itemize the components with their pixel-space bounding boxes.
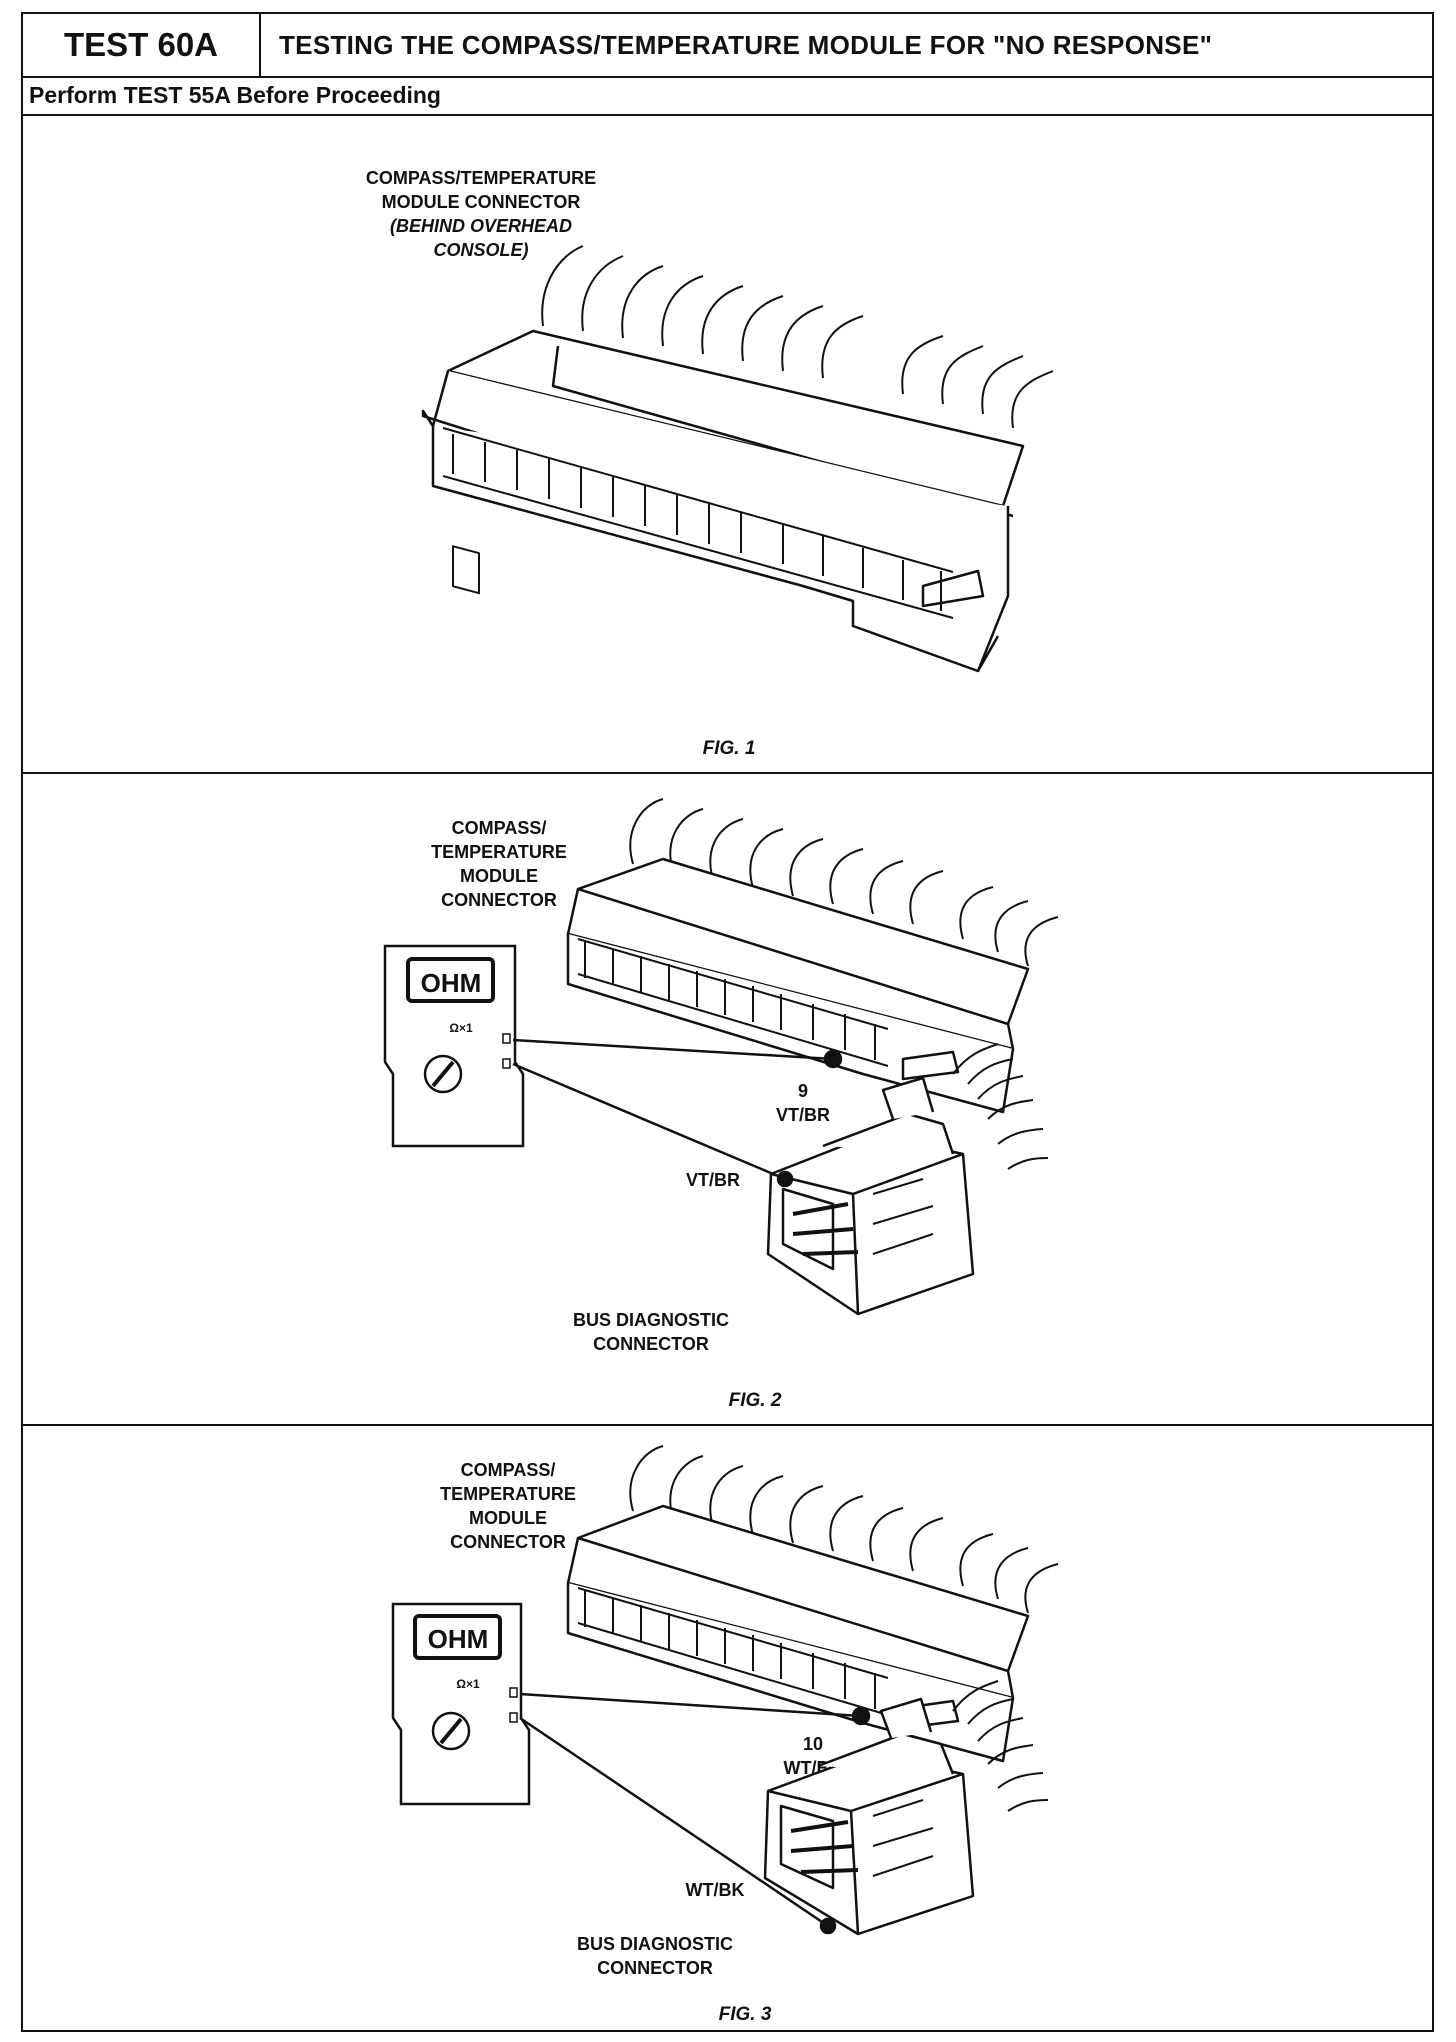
header-row: TEST 60A TESTING THE COMPASS/TEMPERATURE…: [23, 14, 1432, 78]
figure-1-drawing: COMPASS/TEMPERATURE MODULE CONNECTOR (BE…: [366, 168, 1054, 759]
fig3-module-label-line2: TEMPERATURE: [440, 1484, 576, 1504]
fig1-label-line3: (BEHIND OVERHEAD: [390, 216, 572, 236]
fig2-ohmmeter: [383, 944, 525, 1148]
fig2-bus-diagnostic-connector: [766, 1043, 1049, 1316]
figure-3-panel: COMPASS/ TEMPERATURE MODULE CONNECTOR: [23, 1426, 1432, 2032]
fig1-caption: FIG. 1: [703, 738, 756, 759]
figure-1-panel: COMPASS/TEMPERATURE MODULE CONNECTOR (BE…: [23, 116, 1432, 774]
fig2-meter-range: Ω×1: [449, 1021, 473, 1035]
fig1-label-line2: MODULE CONNECTOR: [382, 192, 581, 212]
fig1-cavities: [452, 545, 480, 595]
fig1-wires: [541, 245, 1054, 429]
fig3-test-leads: [519, 1692, 862, 1928]
fig1-label-line1: COMPASS/TEMPERATURE: [366, 168, 596, 188]
figure-2-panel: COMPASS/ TEMPERATURE MODULE CONNECTOR: [23, 774, 1432, 1426]
fig2-module-label-line4: CONNECTOR: [441, 890, 557, 910]
fig2-module-label-line2: TEMPERATURE: [431, 842, 567, 862]
fig3-diag-label-line2: CONNECTOR: [597, 1958, 713, 1978]
test-sheet: TEST 60A TESTING THE COMPASS/TEMPERATURE…: [21, 12, 1434, 2032]
figure-2-drawing: COMPASS/ TEMPERATURE MODULE CONNECTOR: [383, 798, 1059, 1411]
fig3-module-label-line3: MODULE: [469, 1508, 547, 1528]
fig3-diag-wire: WT/BK: [686, 1880, 745, 1900]
fig3-ohmmeter: [391, 1602, 531, 1806]
fig2-module-label-line1: COMPASS/: [452, 818, 547, 838]
fig1-connector: [421, 245, 1054, 673]
fig3-meter-display: OHM: [428, 1624, 489, 1654]
prerequisite-row: Perform TEST 55A Before Proceeding: [23, 78, 1432, 116]
fig3-bus-diagnostic-connector: [763, 1680, 1049, 1936]
fig2-module-label-line3: MODULE: [460, 866, 538, 886]
prerequisite-text: Perform TEST 55A Before Proceeding: [29, 82, 441, 108]
figure-3-drawing: COMPASS/ TEMPERATURE MODULE CONNECTOR: [391, 1445, 1059, 2025]
fig3-meter-range: Ω×1: [456, 1677, 480, 1691]
fig1-label-line4: CONSOLE): [433, 240, 528, 260]
fig2-diag-label-line1: BUS DIAGNOSTIC: [573, 1310, 729, 1330]
fig3-pin-number: 10: [803, 1734, 823, 1754]
fig3-diag-label-line1: BUS DIAGNOSTIC: [577, 1934, 733, 1954]
fig2-caption: FIG. 2: [729, 1390, 782, 1411]
fig2-pin-wire: VT/BR: [776, 1105, 830, 1125]
fig2-pin-number: 9: [798, 1081, 808, 1101]
fig3-caption: FIG. 3: [719, 2004, 772, 2025]
fig2-diag-wire: VT/BR: [686, 1170, 740, 1190]
fig3-module-label-line4: CONNECTOR: [450, 1532, 566, 1552]
test-title: TESTING THE COMPASS/TEMPERATURE MODULE F…: [279, 29, 1213, 60]
test-id: TEST 60A: [23, 14, 261, 76]
fig2-diag-label-line2: CONNECTOR: [593, 1334, 709, 1354]
fig3-module-label-line1: COMPASS/: [461, 1460, 556, 1480]
fig2-meter-display: OHM: [421, 968, 482, 998]
fig2-test-leads: [512, 1038, 834, 1181]
fig2-module-connector: [566, 798, 1059, 1114]
